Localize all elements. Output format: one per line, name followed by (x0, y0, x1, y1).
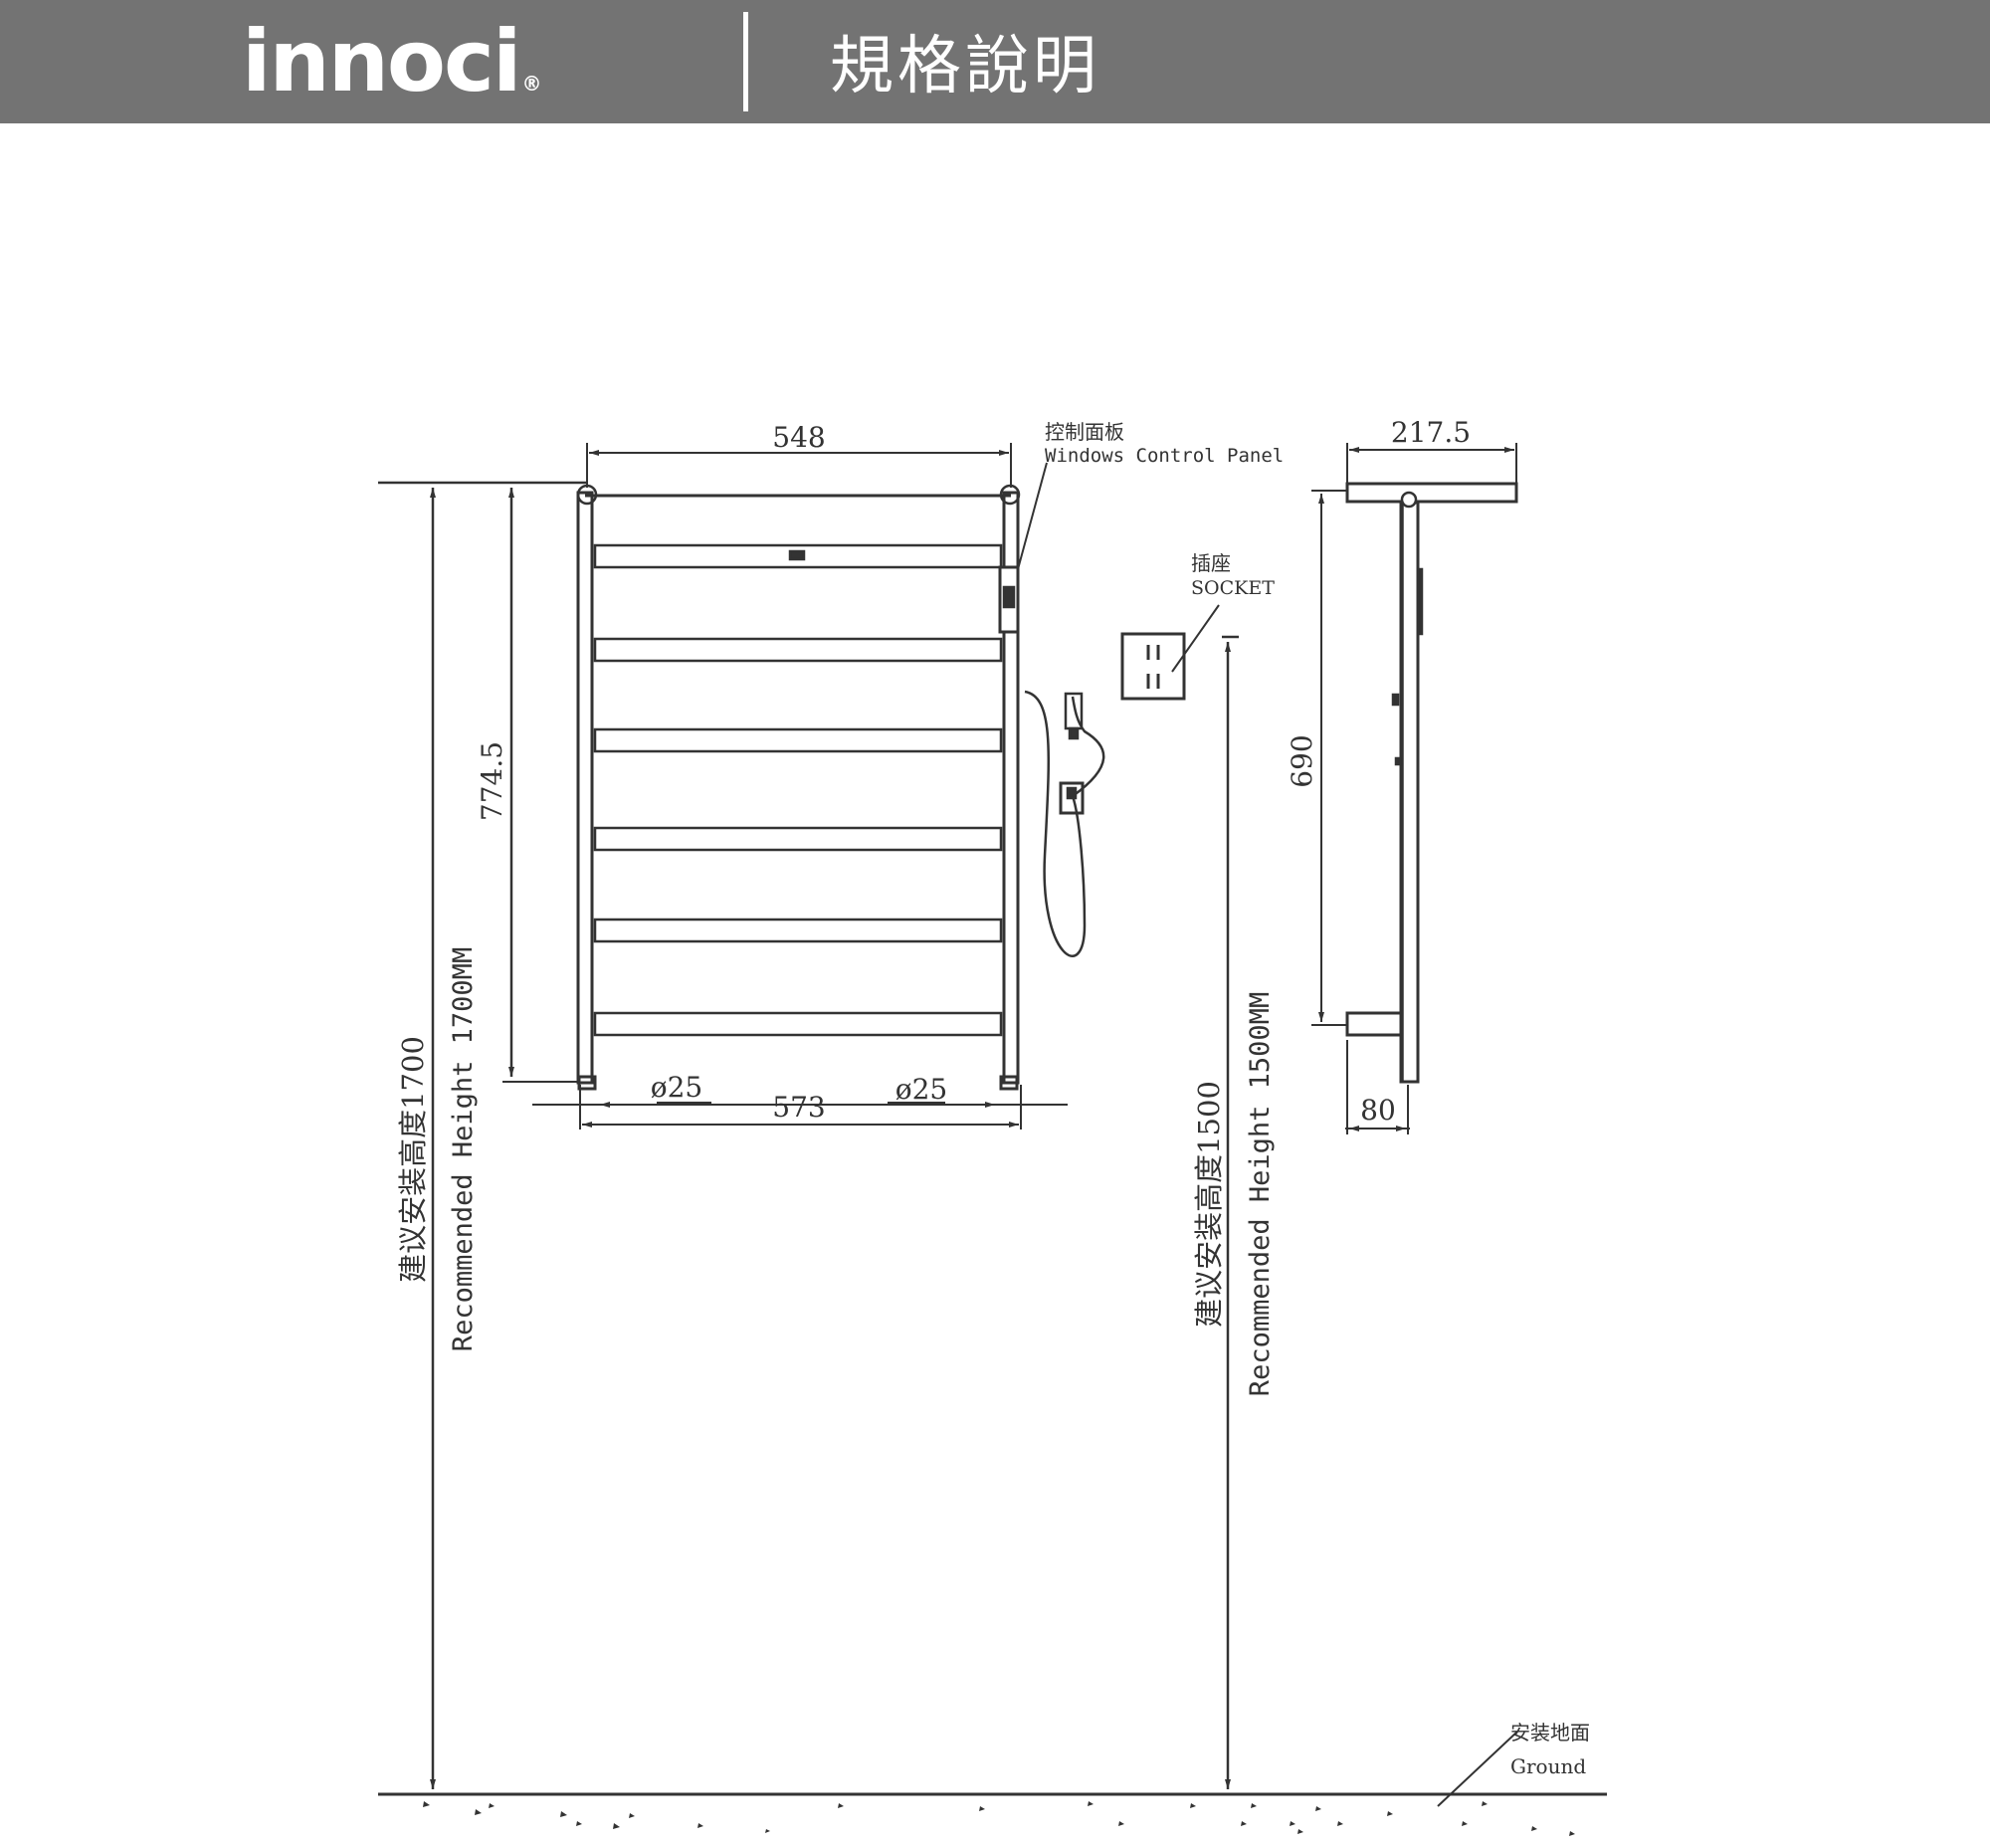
ground-en: Ground (1510, 1754, 1586, 1778)
rec-height-1700-en: Recommended Height 1700MM (448, 947, 479, 1351)
dim-side-height: 690 (1286, 734, 1318, 787)
page-title: 規格說明 (830, 30, 1100, 103)
rec-height-1500-cn: 建议安装高度1500 (1192, 1081, 1226, 1328)
wall-socket (1120, 604, 1220, 701)
rec-height-1500-en: Recommended Height 1500MM (1245, 992, 1276, 1396)
registered-mark: ® (521, 72, 541, 96)
dim-depth-top: 217.5 (1391, 416, 1471, 449)
side-view (1311, 443, 1518, 1134)
socket-en: SOCKET (1191, 577, 1275, 599)
ground-cn: 安装地面 (1510, 1721, 1590, 1745)
dim-pipe-left: ø25 (651, 1071, 703, 1104)
control-panel-cn: 控制面板 (1045, 420, 1124, 444)
dim-depth-bottom: 80 (1360, 1094, 1396, 1127)
power-cable (1024, 690, 1105, 957)
rec-height-1700-cn: 建议安装高度1700 (396, 1036, 430, 1283)
dim-height: 774.5 (476, 741, 508, 821)
control-panel-en: Windows Control Panel (1045, 445, 1284, 467)
dim-pipe-right: ø25 (896, 1073, 948, 1106)
header-bar: innoci® 規格說明 (0, 0, 1990, 123)
socket-cn: 插座 (1191, 551, 1231, 575)
brand-name: innoci (242, 12, 521, 111)
header-divider (743, 12, 748, 111)
dim-bottom-width: 573 (772, 1091, 825, 1124)
ground-hatch (423, 1801, 1575, 1836)
brand-logo: innoci® (242, 12, 541, 133)
ground-line (378, 1731, 1607, 1807)
dim-top-width: 548 (772, 421, 825, 454)
rail-frame (576, 484, 1021, 1091)
